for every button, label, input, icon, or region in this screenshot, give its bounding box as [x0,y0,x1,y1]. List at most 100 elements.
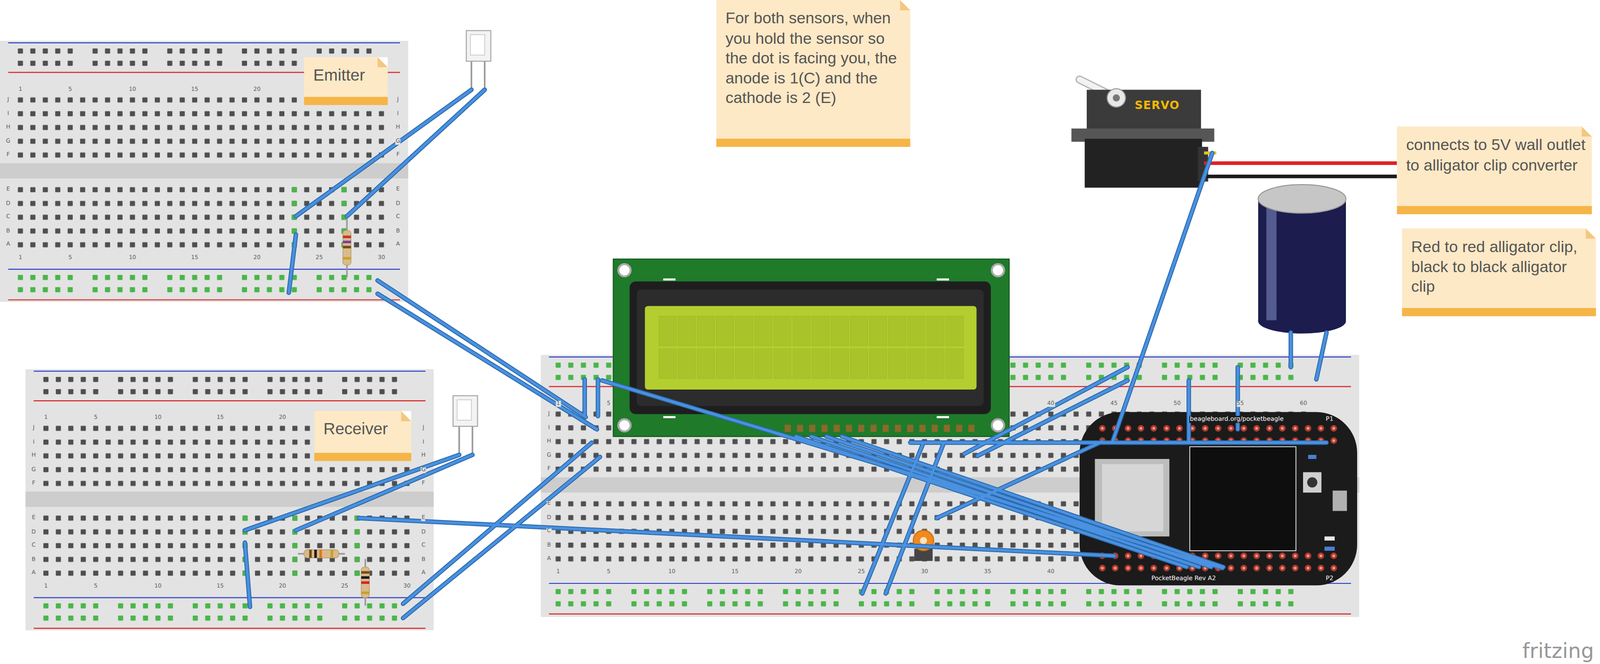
breadboard-index: F [421,480,426,487]
ir-emitter [470,59,473,90]
breadboard-index: 20 [252,86,262,93]
pocketbeagle-board [1308,455,1317,460]
note-fold [400,411,412,422]
sticky-note: connects to 5V wall outlet to alligator … [1396,126,1592,214]
lcd-display [629,281,991,415]
breadboard-index: 55 [1236,400,1245,407]
breadboard-index: D [546,514,552,521]
potentiometer [919,537,927,545]
note-fold [377,57,388,68]
pocketbeagle-board [1307,477,1318,488]
breadboard-index: 20 [278,415,287,422]
breadboard-index: 5 [606,569,612,576]
breadboard-index: 1 [18,86,23,93]
breadboard [33,371,426,373]
breadboard-index: 5 [606,400,612,407]
breadboard-index: G [420,466,427,473]
board-silkscreen: beagleboard.org/pocketbeagle [1189,415,1284,423]
pocketbeagle-board [1079,412,1358,586]
watermark: fritzing [1522,641,1594,662]
lcd-display [644,306,977,390]
sticky-note: Emitter [303,57,388,106]
breadboard-index: B [420,556,426,563]
breadboard-index: A [5,241,11,249]
resistor-symbol [361,567,370,599]
breadboard [551,585,1311,611]
breadboard [8,268,400,270]
breadboard-index: I [547,425,551,432]
pocketbeagle-board [1303,472,1322,493]
note-fold [900,0,911,11]
breadboard-index: A [546,556,552,563]
breadboard-index: 15 [216,583,225,590]
resistor-symbol [309,550,312,559]
breadboard-index: C [395,214,401,221]
breadboard-index: 30 [920,569,929,576]
breadboard-index: G [5,137,12,145]
breadboard-index: H [5,124,11,131]
breadboard-index: I [421,439,425,446]
breadboard-index: I [6,110,10,117]
breadboard-index: 10 [153,415,163,422]
resistor-symbol [330,550,333,559]
note-fold [1581,126,1593,137]
ir-emitter [466,30,491,90]
breadboard-index: 15 [216,415,225,422]
resistor-symbol [361,576,370,580]
ir-receiver [453,395,478,427]
breadboard [39,511,414,581]
resistor-symbol [314,550,317,559]
breadboard-index: 25 [340,583,350,590]
breadboard [39,511,414,581]
breadboard-index: 35 [983,569,993,576]
note-fold [1585,228,1596,239]
breadboard-index: B [31,556,36,563]
breadboard-index: 30 [402,583,412,590]
pocketbeagle-board [1332,490,1348,512]
pocketbeagle-board [1079,412,1358,586]
ir-receiver [453,395,478,456]
breadboard [0,41,409,303]
note-fold [1581,126,1593,137]
breadboard-index: F [31,480,36,487]
breadboard [288,511,302,581]
note-text: Receiver [323,419,407,440]
resistor-symbol [361,571,370,574]
sticky-note: For both sensors, when you hold the sens… [716,0,911,147]
lcd-display [991,419,1004,432]
breadboard-index: J [396,96,400,104]
breadboard-index: J [6,96,10,104]
breadboard-index: H [546,438,552,445]
breadboard-index: A [31,570,36,577]
lcd-display [991,264,1004,277]
resistor-symbol [361,591,370,594]
breadboard-index: J [421,425,425,432]
note-fold [900,0,911,11]
lcd-display [618,419,631,432]
breadboard-index: 40 [1046,400,1056,407]
lcd-display [936,416,949,419]
resistor-symbol [303,550,339,559]
ir-emitter [466,30,491,62]
servo-motor [1084,138,1203,188]
breadboard-index: 25 [315,255,324,262]
capacitor [1266,206,1277,321]
breadboard-index: 10 [153,583,163,590]
breadboard-index: G [30,466,37,473]
sticky-note: Receiver [314,411,412,462]
breadboard-index: 1 [43,415,49,422]
note-text: connects to 5V wall outlet to alligator … [1406,134,1587,175]
breadboard [39,600,414,625]
breadboard [8,42,400,44]
breadboard-index: C [31,542,37,549]
breadboard-index: 1 [43,583,49,590]
breadboard-index: 10 [128,86,137,93]
board-silkscreen: P1 [1325,415,1334,423]
pocketbeagle-board [1096,550,1341,575]
breadboard-index: 15 [731,569,740,576]
resistor-symbol [361,581,370,585]
capacitor [1258,199,1346,322]
breadboard-index: E [546,501,552,508]
breadboard-index: C [546,528,552,535]
breadboard [33,627,426,629]
